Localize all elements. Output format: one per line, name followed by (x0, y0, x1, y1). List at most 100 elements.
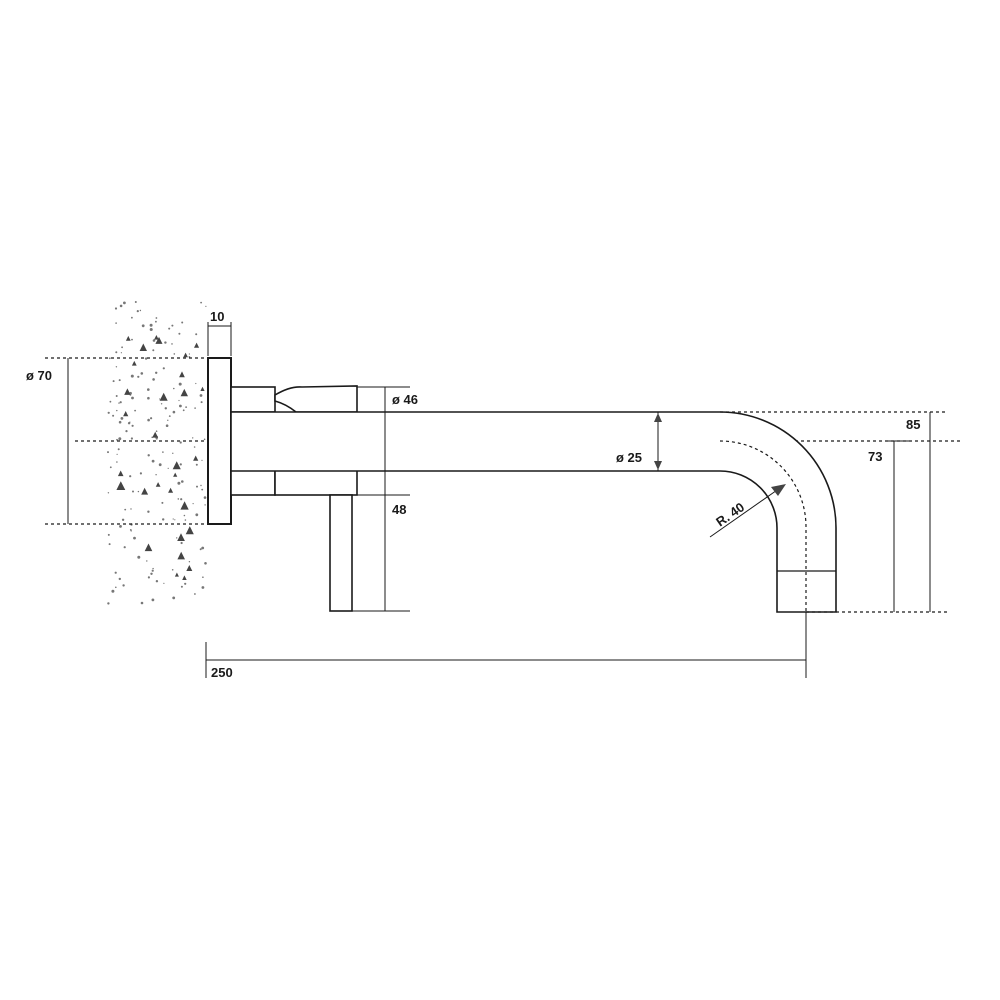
lever-collar (274, 469, 358, 496)
concrete-speck (178, 382, 182, 386)
concrete-speck (107, 411, 110, 414)
concrete-aggregate (144, 543, 153, 552)
concrete-speck (137, 490, 140, 493)
concrete-speck (134, 409, 137, 412)
concrete-speck (134, 301, 137, 303)
concrete-speck (194, 593, 196, 595)
concrete-speck (152, 567, 154, 570)
concrete-speck (159, 398, 161, 400)
concrete-speck (125, 430, 128, 433)
concrete-speck (140, 601, 144, 605)
lever-handle-top (274, 385, 358, 413)
concrete-aggregate (180, 388, 188, 397)
concrete-speck (162, 367, 165, 370)
dim-46-label: ø 46 (392, 392, 418, 407)
concrete-aggregate (168, 487, 174, 493)
concrete-speck (184, 519, 187, 521)
concrete-speck (131, 338, 133, 341)
concrete-speck (116, 453, 118, 455)
concrete-speck (118, 420, 122, 424)
concrete-speck (201, 459, 203, 461)
spout-pipe (230, 411, 837, 613)
concrete-speck (115, 351, 118, 354)
radius-label: R. 40 (713, 499, 747, 529)
concrete-speck (171, 343, 173, 345)
concrete-aggregate (152, 431, 159, 438)
concrete-aggregate (139, 343, 147, 351)
concrete-speck (183, 514, 186, 517)
concrete-speck (129, 421, 131, 423)
concrete-speck (155, 317, 158, 319)
concrete-speck (116, 409, 118, 412)
concrete-speck (181, 480, 184, 483)
concrete-speck (131, 424, 134, 427)
concrete-speck (155, 437, 158, 440)
concrete-speck (180, 498, 183, 501)
concrete-speck (162, 451, 164, 453)
concrete-speck (167, 419, 169, 421)
concrete-speck (116, 438, 118, 441)
concrete-speck (109, 466, 112, 469)
concrete-speck (124, 508, 127, 511)
concrete-speck (119, 401, 122, 404)
concrete-speck (120, 352, 122, 354)
concrete-speck (115, 395, 118, 397)
dim-10-label: 10 (210, 309, 224, 324)
concrete-speck (182, 409, 185, 412)
concrete-speck (188, 561, 191, 563)
concrete-aggregate (174, 572, 179, 577)
concrete-speck (144, 357, 148, 360)
concrete-speck (184, 582, 187, 585)
concrete-speck (151, 459, 155, 463)
concrete-speck (151, 598, 155, 602)
concrete-speck (155, 474, 157, 476)
concrete-speck (108, 543, 111, 546)
concrete-speck (119, 304, 123, 308)
concrete-speck (147, 454, 150, 457)
concrete-speck (196, 485, 198, 488)
concrete-speck (149, 323, 153, 327)
concrete-speck (109, 400, 112, 403)
concrete-aggregate (159, 392, 168, 401)
concrete-speck (120, 417, 124, 420)
concrete-speck (177, 498, 180, 500)
concrete-speck (130, 374, 134, 378)
concrete-speck (129, 529, 132, 531)
concrete-speck (192, 437, 194, 439)
concrete-speck (133, 536, 136, 540)
concrete-speck (205, 305, 207, 307)
concrete-speck (200, 301, 203, 304)
concrete-speck (147, 576, 150, 579)
concrete-aggregate (180, 501, 189, 510)
concrete-speck (141, 324, 145, 328)
concrete-speck (180, 541, 183, 545)
concrete-speck (204, 562, 207, 565)
concrete-speck (172, 518, 174, 520)
concrete-speck (179, 404, 182, 408)
concrete-speck (185, 406, 188, 408)
concrete-speck (195, 333, 198, 336)
concrete-speck (129, 475, 132, 478)
concrete-speck (168, 327, 171, 330)
concrete-speck (203, 438, 206, 441)
concrete-speck (200, 484, 202, 487)
concrete-speck (172, 596, 176, 600)
concrete-aggregate (185, 526, 194, 535)
concrete-speck (115, 366, 118, 368)
concrete-speck (112, 414, 115, 417)
concrete-speck (158, 463, 162, 467)
concrete-aggregate (155, 482, 161, 487)
concrete-speck (165, 424, 169, 428)
concrete-speck (140, 372, 144, 375)
dim-25-arrow-top (654, 413, 662, 422)
concrete-aggregate (116, 481, 126, 490)
concrete-speck (160, 403, 163, 405)
concrete-aggregate (177, 533, 185, 541)
concrete-speck (131, 396, 134, 400)
dim-73-label: 73 (868, 449, 882, 464)
concrete-speck (195, 382, 197, 385)
concrete-speck (194, 407, 196, 409)
lever-stem (329, 494, 353, 612)
concrete-speck (167, 467, 169, 469)
dim-48-label: 48 (392, 502, 406, 517)
